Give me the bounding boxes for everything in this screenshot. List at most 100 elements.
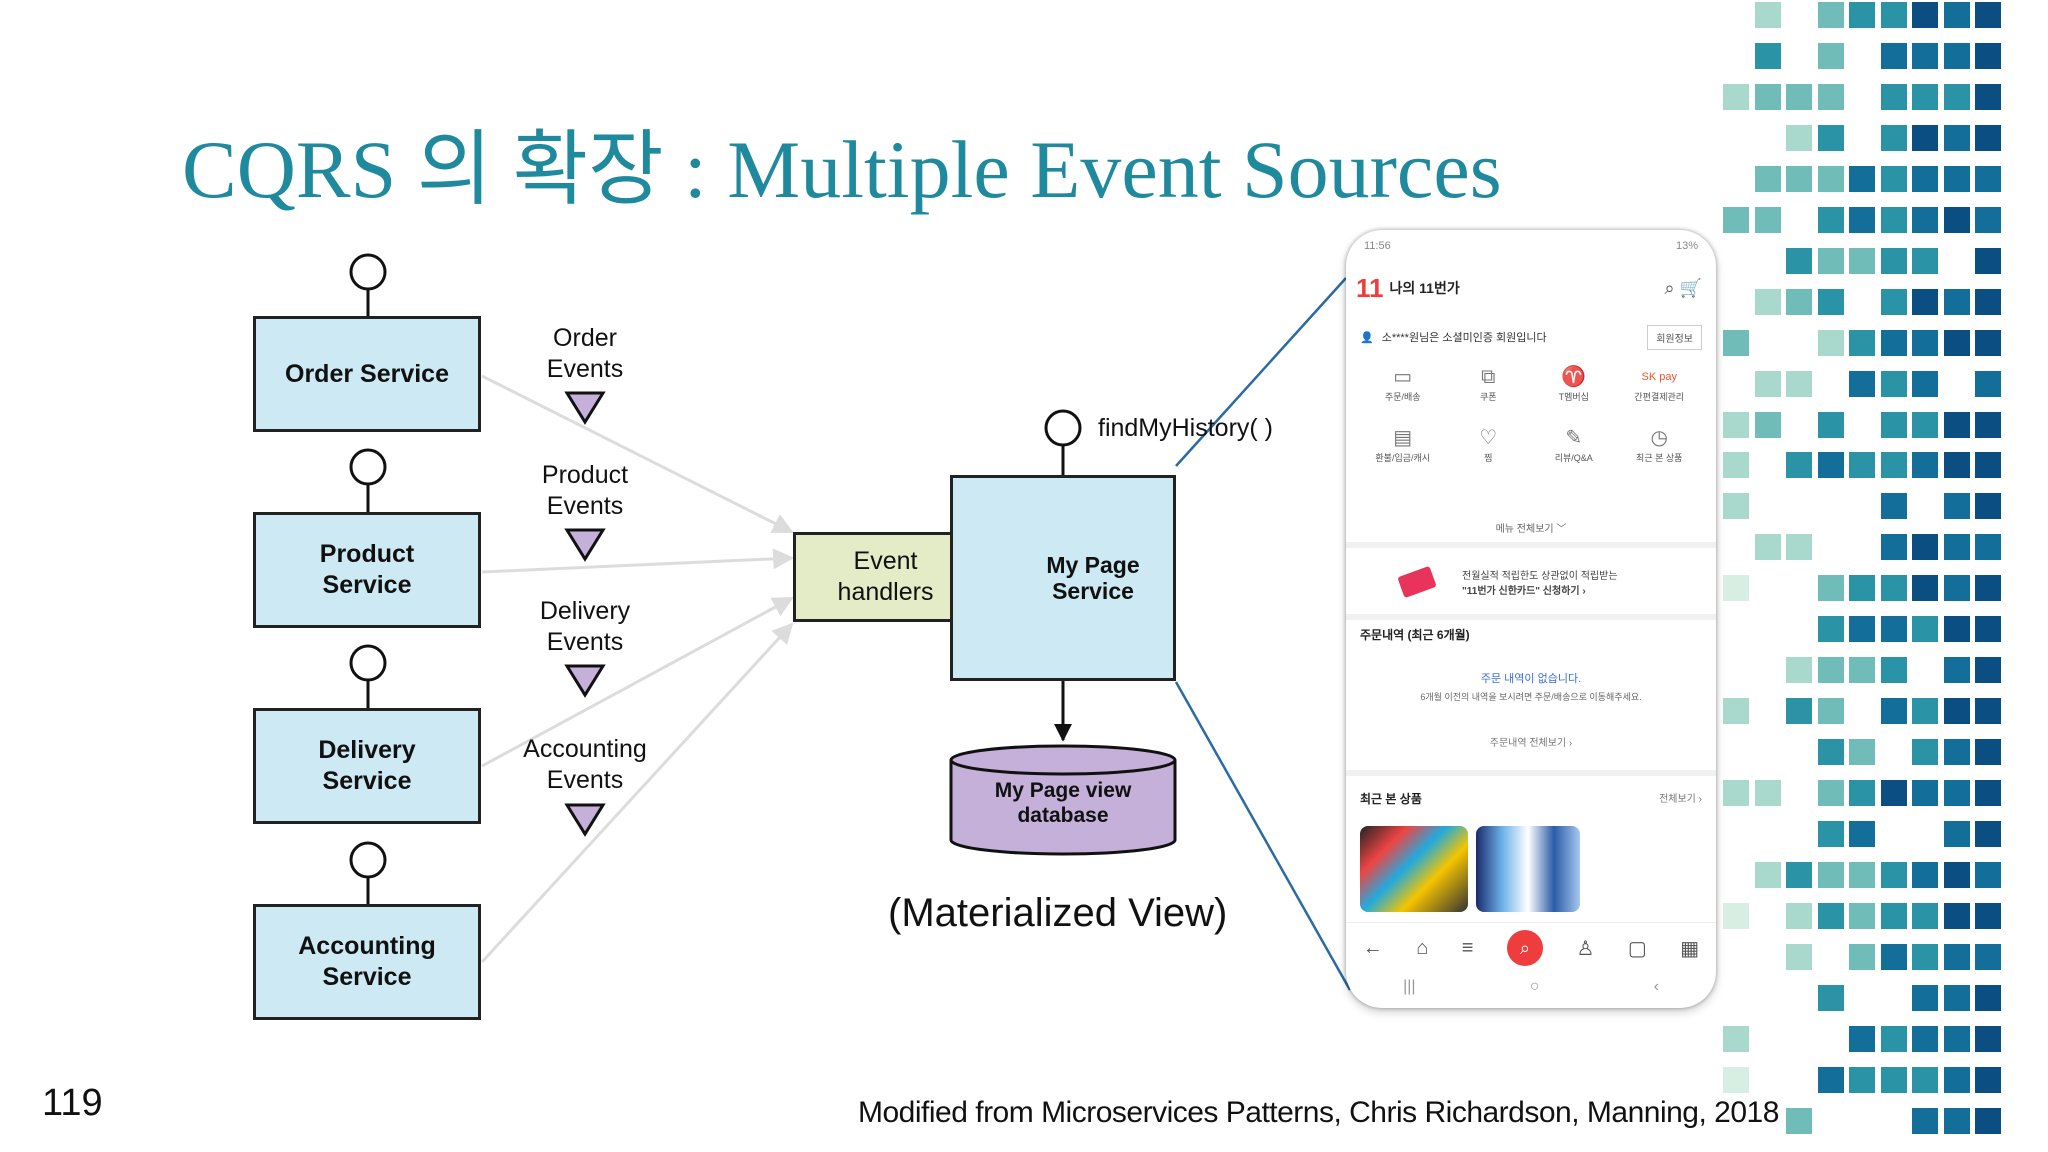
decorative-tile xyxy=(1912,329,1938,356)
decorative-tile xyxy=(1880,124,1907,151)
decorative-tile xyxy=(1880,657,1907,684)
box-icon: ▭ xyxy=(1393,366,1413,388)
phone-screenshot: 11:56 13% 11 나의 11번가 ⌕ 🛒 👤 소****원님은 소셜미인… xyxy=(1346,230,1716,1008)
decorative-tile xyxy=(1880,861,1907,888)
member-info-button[interactable]: 회원정보 xyxy=(1647,324,1702,350)
decorative-tile xyxy=(1880,83,1907,110)
decorative-tile xyxy=(1975,124,2001,151)
decorative-tile xyxy=(1880,370,1907,397)
decorative-tile xyxy=(1912,780,1938,807)
orders-title: 주문내역 (최근 6개월) xyxy=(1360,628,1470,642)
menu-item[interactable]: ✎리뷰/Q&A xyxy=(1531,425,1617,464)
decorative-tile xyxy=(1880,493,1907,520)
menu-item[interactable]: ▤환불/입금/캐시 xyxy=(1360,425,1446,464)
decorative-tile xyxy=(1754,411,1781,438)
decorative-tile xyxy=(1943,288,1970,315)
decorative-tile xyxy=(1817,288,1844,315)
chat-icon[interactable]: ▢ xyxy=(1627,937,1647,960)
menu-icon[interactable]: ≡ xyxy=(1461,936,1474,959)
product-thumbnail-phones[interactable] xyxy=(1476,826,1580,912)
decorative-tile xyxy=(1912,902,1938,929)
decorative-tile xyxy=(1880,1066,1907,1093)
menu-item[interactable]: ◷최근 본 상품 xyxy=(1617,425,1703,464)
decorative-tile xyxy=(1975,411,2001,438)
back-icon[interactable]: ← xyxy=(1362,936,1383,959)
decorative-tile xyxy=(1943,534,1970,561)
decorative-tile xyxy=(1849,2,1875,28)
decorative-tile xyxy=(1786,165,1812,192)
recents-icon[interactable]: ||| xyxy=(1403,978,1416,995)
decorative-tile xyxy=(1912,534,1938,561)
decorative-tile xyxy=(1943,124,1970,151)
decorative-tile xyxy=(1912,1025,1938,1052)
decorative-tile xyxy=(1912,288,1938,315)
decorative-tile xyxy=(1723,902,1749,929)
page-number: 119 xyxy=(42,1082,103,1124)
product-service-label: Product Service xyxy=(319,540,415,599)
decorative-tile xyxy=(1943,1107,1970,1134)
banner-line2: "11번가 신한카드" 신청하기 › xyxy=(1462,586,1586,597)
decorative-tile xyxy=(1849,575,1875,602)
decorative-tile xyxy=(1912,370,1938,397)
decorative-tile xyxy=(1880,780,1907,807)
decorative-tile xyxy=(1975,288,2001,315)
search-icon[interactable]: ⌕ xyxy=(1506,930,1543,966)
menu-item[interactable]: ▭주문/배송 xyxy=(1360,364,1446,403)
decorative-tile xyxy=(1943,780,1970,807)
decorative-tile xyxy=(1723,1025,1749,1052)
decorative-tile xyxy=(1943,452,1970,479)
decorative-tile xyxy=(1912,861,1938,888)
product-thumbnail-cases[interactable] xyxy=(1360,826,1468,912)
decorative-tile xyxy=(1943,329,1970,356)
card-banner[interactable]: 전월실적 적립한도 상관없이 적립받는 "11번가 신한카드" 신청하기 › xyxy=(1360,552,1702,612)
user-icon: 👤 xyxy=(1360,331,1374,344)
phone-user-row: 👤 소****원님은 소셜미인증 회원입니다 회원정보 xyxy=(1360,322,1702,352)
decorative-tile xyxy=(1943,861,1970,888)
menu-all-link[interactable]: 메뉴 전체보기 ﹀ xyxy=(1495,524,1567,535)
decorative-tile xyxy=(1817,657,1844,684)
home-icon[interactable]: ⌂ xyxy=(1416,936,1429,959)
decorative-tile xyxy=(1786,1107,1812,1134)
decorative-tile xyxy=(1817,861,1844,888)
decorative-tile xyxy=(1943,42,1970,69)
phone-header-title: 나의 11번가 xyxy=(1389,280,1460,296)
game-icon[interactable]: ▦ xyxy=(1680,937,1700,960)
decorative-tile xyxy=(1975,780,2001,807)
decorative-tile xyxy=(1912,2,1938,28)
user-membership-text: 소****원님은 소셜미인증 회원입니다 xyxy=(1381,332,1547,344)
decorative-tile xyxy=(1786,288,1812,315)
orders-all-link[interactable]: 주문내역 전체보기 › xyxy=(1489,738,1573,749)
decorative-tile xyxy=(1817,411,1844,438)
decorative-tile xyxy=(1880,452,1907,479)
decorative-tile xyxy=(1849,616,1875,643)
event-flow-lines xyxy=(480,374,795,964)
menu-item[interactable]: ⧉쿠폰 xyxy=(1446,364,1532,403)
decorative-tile xyxy=(1943,1066,1970,1093)
menu-item[interactable]: ♡찜 xyxy=(1446,425,1532,464)
decorative-tile xyxy=(1912,943,1938,970)
decorative-tile xyxy=(1880,42,1907,69)
decorative-tile xyxy=(1849,780,1875,807)
home-circle-icon[interactable]: ○ xyxy=(1529,978,1540,995)
decorative-tile xyxy=(1975,984,2001,1011)
decorative-tile xyxy=(1943,821,1970,847)
profile-icon[interactable]: ♙ xyxy=(1576,937,1595,960)
decorative-tile xyxy=(1849,329,1875,356)
decorative-tile xyxy=(1975,1025,2001,1052)
decorative-tile xyxy=(1975,821,2001,847)
decorative-tile xyxy=(1723,452,1749,479)
back-chevron-icon[interactable]: ‹ xyxy=(1653,978,1659,995)
menu-item[interactable]: ♈T멤버십 xyxy=(1531,364,1617,403)
search-cart-icons[interactable]: ⌕ 🛒 xyxy=(1664,277,1703,298)
decorative-tile xyxy=(1975,2,2001,28)
decorative-tile xyxy=(1817,575,1844,602)
decorative-tile xyxy=(1912,984,1938,1011)
decorative-tile xyxy=(1943,165,1970,192)
decorative-tile xyxy=(1975,943,2001,970)
decorative-tile xyxy=(1786,943,1812,970)
recent-all-link[interactable]: 전체보기 › xyxy=(1659,794,1702,805)
decorative-tile xyxy=(1817,739,1844,766)
decorative-tile xyxy=(1943,493,1970,520)
